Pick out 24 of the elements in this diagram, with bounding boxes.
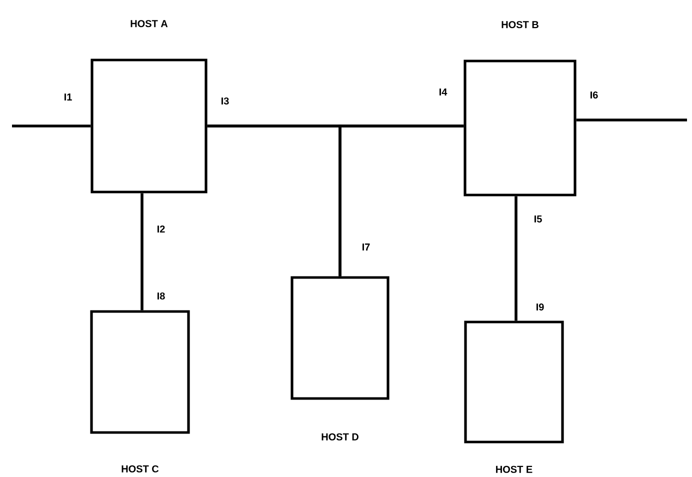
host-label: HOST A — [130, 20, 168, 28]
host-box — [290, 276, 390, 440]
host-label: HOST C — [122, 465, 159, 472]
network-link — [338, 124, 464, 276]
network-link — [514, 196, 518, 321]
interface-label: I6 — [590, 91, 598, 99]
interface-label: I5 — [534, 216, 542, 222]
host-box — [90, 20, 208, 194]
interface-label: I7 — [362, 244, 370, 250]
host-label: HOST D — [322, 433, 358, 440]
network-link — [12, 124, 91, 128]
host-box — [464, 21, 576, 196]
network-link — [576, 118, 687, 122]
interface-label: I8 — [158, 292, 165, 300]
network-link — [140, 193, 144, 310]
interface-label: I1 — [64, 94, 72, 100]
interface-label: I3 — [222, 97, 229, 105]
interface-label: I2 — [158, 226, 165, 232]
interface-label: I4 — [440, 88, 448, 96]
host-label: HOST B — [502, 21, 538, 28]
host-box — [464, 320, 564, 473]
interface-label: I9 — [536, 303, 544, 311]
host-box — [90, 310, 190, 472]
host-label: HOST E — [496, 466, 532, 473]
